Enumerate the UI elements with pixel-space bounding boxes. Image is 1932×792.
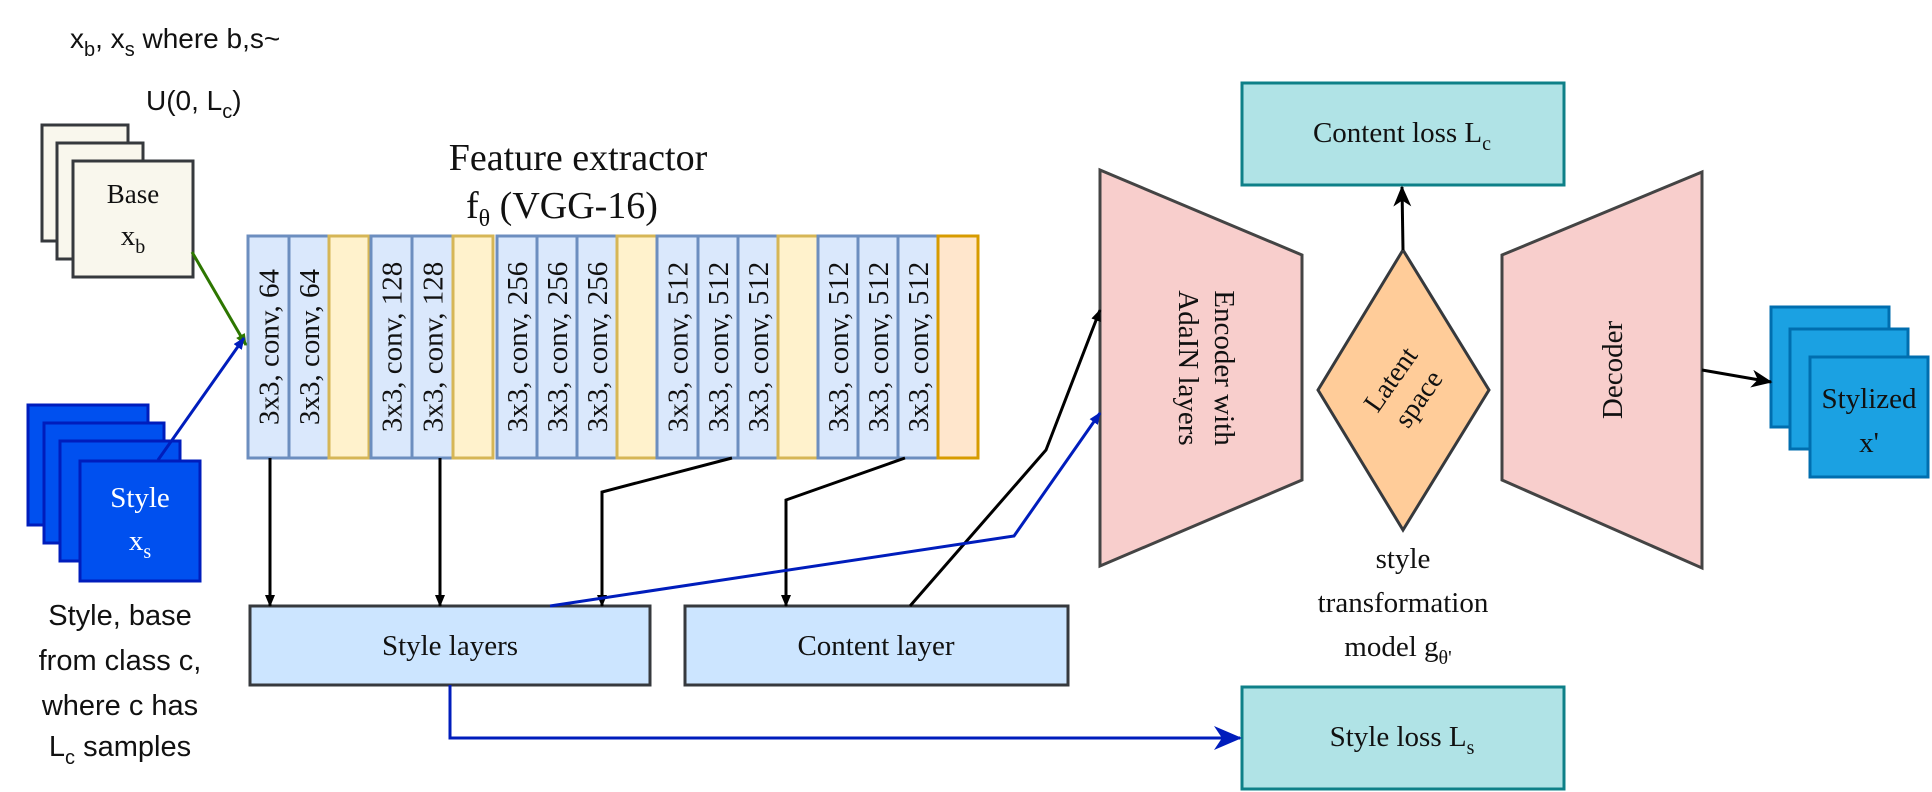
encoder-trapezoid	[1098, 167, 1304, 569]
conv-layer-label: 3x3, conv, 256	[582, 262, 614, 433]
conv-layer-block	[495, 234, 539, 460]
conv-layer-label: 3x3, conv, 512	[663, 262, 695, 433]
pooling-layer-block	[615, 234, 659, 460]
style-image-variable: xs	[129, 525, 152, 563]
final-pooling-layer-block	[936, 234, 980, 460]
style-image-stack: Style xs	[26, 403, 202, 583]
conv-layer-block	[896, 234, 940, 460]
base-image-stack: Base xb	[40, 123, 195, 279]
content-layer-label: Content layer	[797, 630, 954, 662]
content-layer-box	[683, 604, 1070, 687]
encoder-label: Encoder withAdaIN layers	[1172, 290, 1240, 446]
decoder-trapezoid	[1500, 169, 1704, 571]
class-note-line: Style, base	[48, 600, 191, 632]
conv4-to-content-layer-arrow	[781, 456, 906, 607]
content-loss-label: Content loss Lc	[1313, 117, 1491, 155]
conv-layer-block	[575, 234, 619, 460]
base-to-extractor-arrow	[190, 251, 248, 346]
content-layer-to-encoder-arrow	[908, 309, 1102, 607]
conv-layer-label: 3x3, conv, 512	[823, 262, 855, 433]
pooling-layer-block	[327, 234, 371, 460]
style-layers-box	[248, 604, 652, 687]
sampling-text-line2: U(0, Lc)	[146, 85, 242, 123]
output-label: Stylized	[1821, 383, 1917, 415]
sampling-text-line1: xb, xs where b,s~	[70, 23, 280, 61]
transformation-caption: model gθ'	[1344, 631, 1451, 669]
conv-layer-label: 3x3, conv, 64	[294, 269, 326, 425]
pooling-layer-block	[776, 234, 820, 460]
feature-extractor-title: Feature extractor	[449, 137, 708, 179]
conv-layer-block	[535, 234, 579, 460]
style-layers-to-style-loss-arrow	[448, 685, 1242, 750]
base-image-variable: xb	[121, 220, 146, 258]
output-image-card	[1808, 355, 1930, 479]
class-note-line: where c has	[41, 690, 198, 722]
transformation-caption: style	[1376, 543, 1431, 575]
base-image-card	[71, 159, 195, 279]
output-variable: x'	[1859, 427, 1879, 459]
feature-extractor-subtitle: fθ (VGG-16)	[466, 185, 658, 232]
style-loss-label: Style loss Ls	[1330, 721, 1475, 759]
class-note-line: from class c,	[39, 645, 202, 677]
style-layers-to-encoder-arrow	[549, 412, 1102, 608]
class-note-line: Lc samples	[49, 731, 191, 769]
style-loss-box	[1240, 685, 1566, 791]
conv3-to-style-layers-arrow	[597, 456, 733, 607]
conv-layer-label: 3x3, conv, 512	[743, 262, 775, 433]
conv-layer-label: 3x3, conv, 512	[863, 262, 895, 433]
conv-layer-label: 3x3, conv, 64	[254, 269, 286, 425]
connectors	[156, 185, 1773, 750]
conv-layer-label: 3x3, conv, 256	[502, 262, 534, 433]
output-image-stack: Stylized x'	[1769, 305, 1930, 479]
decoder-to-output-arrow	[1701, 368, 1773, 388]
conv-layer-label: 3x3, conv, 128	[418, 262, 450, 433]
conv-layer-block	[856, 234, 900, 460]
conv-layer-label: 3x3, conv, 512	[903, 262, 935, 433]
decoder-label: Decoder	[1597, 321, 1629, 420]
content-loss-box	[1240, 81, 1566, 187]
conv-layer-block	[410, 234, 455, 460]
style-image-card	[78, 459, 202, 583]
pooling-layer-block	[451, 234, 495, 460]
latent-to-content-loss-arrow	[1393, 185, 1412, 251]
style-image-label: Style	[110, 482, 170, 514]
transformation-caption: transformation	[1318, 587, 1489, 619]
conv-layer-label: 3x3, conv, 512	[703, 262, 735, 433]
latent-space-diamond	[1316, 247, 1491, 533]
style-to-extractor-arrow	[156, 337, 246, 461]
conv-layer-label: 3x3, conv, 256	[542, 262, 574, 433]
style-layers-label: Style layers	[382, 630, 518, 662]
conv-layer-label: 3x3, conv, 128	[377, 262, 409, 433]
base-image-label: Base	[107, 179, 160, 209]
